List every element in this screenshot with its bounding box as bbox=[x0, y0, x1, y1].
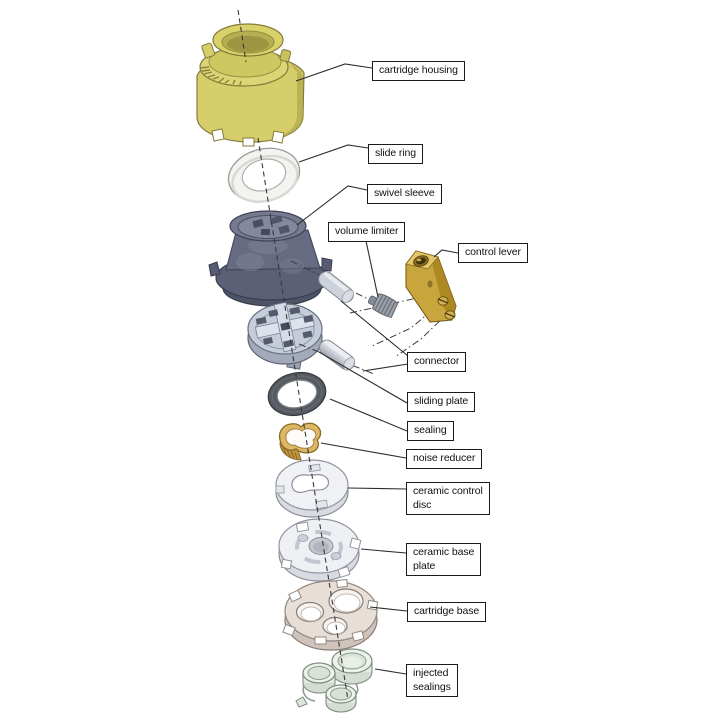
label-cartridge-housing: cartridge housing bbox=[372, 61, 465, 81]
label-ceramic-base-plate: ceramic base plate bbox=[406, 543, 482, 577]
part-control-lever bbox=[405, 250, 457, 323]
sleeve-inner-slots bbox=[252, 215, 290, 235]
spline-teeth bbox=[199, 66, 242, 86]
leader-swivel-sleeve bbox=[296, 185, 368, 226]
leader-sliding-plate bbox=[318, 351, 408, 404]
part-injected-sealings bbox=[295, 648, 373, 713]
part-ceramic-control-disc bbox=[275, 459, 349, 518]
label-cartridge-base: cartridge base bbox=[407, 602, 487, 622]
leader-lines bbox=[295, 63, 459, 675]
leader-connector-upper bbox=[340, 300, 409, 357]
label-swivel-sleeve: swivel sleeve bbox=[367, 184, 442, 204]
leader-ceramic-base-plate bbox=[360, 548, 407, 554]
part-cartridge-housing bbox=[196, 23, 305, 147]
part-sealing bbox=[267, 371, 327, 417]
leader-ceramic-control-disc bbox=[347, 487, 407, 490]
label-noise-reducer: noise reducer bbox=[406, 449, 483, 469]
leader-connector-lower bbox=[362, 363, 409, 372]
label-connector: connector bbox=[407, 352, 467, 372]
label-ceramic-control-disc: ceramic control disc bbox=[406, 482, 490, 516]
part-ceramic-base-plate bbox=[278, 518, 362, 582]
part-sliding-plate bbox=[247, 301, 323, 370]
leader-noise-reducer bbox=[320, 442, 407, 459]
plate-ribs bbox=[254, 301, 315, 353]
part-volume-limiter bbox=[367, 293, 399, 318]
center-axis bbox=[237, 9, 349, 701]
leader-cartridge-base bbox=[369, 606, 408, 612]
part-swivel-sleeve bbox=[208, 210, 333, 307]
leader-injected-sealings bbox=[374, 668, 407, 675]
leader-cartridge-housing bbox=[295, 63, 373, 82]
leader-volume-limiter bbox=[365, 240, 379, 298]
label-slide-ring: slide ring bbox=[368, 144, 424, 164]
label-volume-limiter: volume limiter bbox=[328, 222, 406, 242]
label-control-lever: control lever bbox=[458, 243, 528, 263]
label-injected-sealings: injected sealings bbox=[406, 664, 458, 698]
part-cartridge-base bbox=[282, 579, 379, 651]
label-sealing: sealing bbox=[407, 421, 454, 441]
leader-slide-ring bbox=[298, 144, 369, 163]
leader-sealing bbox=[329, 398, 408, 432]
leader-control-lever bbox=[433, 249, 459, 258]
part-connector-pin-upper bbox=[318, 271, 354, 303]
label-sliding-plate: sliding plate bbox=[407, 392, 476, 412]
part-connector-pin-lower bbox=[318, 339, 356, 371]
part-noise-reducer bbox=[278, 422, 322, 461]
